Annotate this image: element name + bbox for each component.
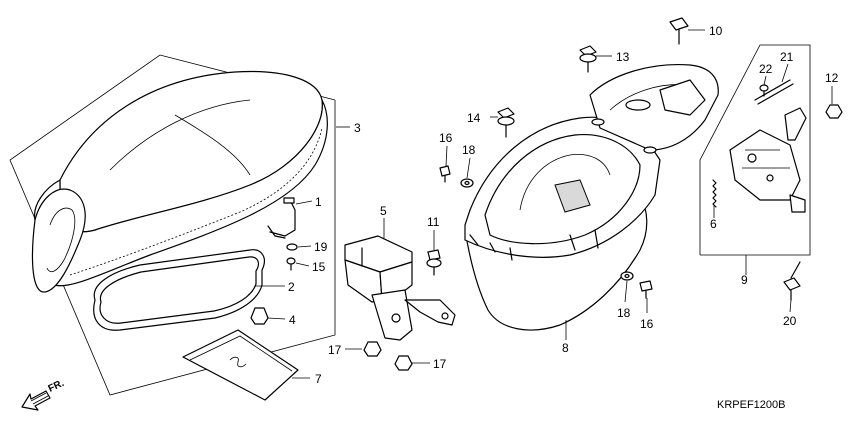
bolt-part-14 [497,107,515,138]
front-direction-label: FR. [47,378,66,395]
callout-13: 13 [616,50,630,64]
washer-part-18-upper [460,178,474,188]
document-bag-part-7 [182,329,299,401]
callout-17-right: 17 [433,357,447,371]
seat-lock-part-9 [729,107,807,213]
callout-10: 10 [709,24,723,38]
callout-16-upper: 16 [439,131,453,145]
callout-5: 5 [380,204,387,218]
callout-3: 3 [354,121,361,135]
callout-20: 20 [783,314,797,328]
clip-part-21 [754,79,794,105]
seat-part-3 [31,70,328,293]
nut-part-17-right [394,355,413,371]
callout-14: 14 [467,111,481,125]
screw-part-16-lower [639,280,653,299]
nut-part-17-left [363,341,382,357]
callout-21: 21 [780,50,794,64]
callout-1: 1 [315,195,322,209]
seat-gasket-part-2 [93,249,265,331]
callout-22: 22 [759,62,773,76]
callout-19: 19 [314,240,328,254]
screw-part-22 [759,84,769,97]
callout-8: 8 [562,341,569,355]
callout-18-lower: 18 [617,306,631,320]
seat-lock-bracket-part-5 [344,235,456,341]
luggage-box-part-8 [464,63,719,331]
screw-part-15 [286,257,296,271]
nut-part-12 [825,104,843,119]
nut-part-4 [250,307,269,325]
spring-part-6 [712,179,717,208]
callout-11: 11 [427,215,440,229]
callout-4: 4 [289,313,296,327]
callout-2: 2 [288,280,295,294]
callout-15: 15 [312,260,326,274]
callout-17-left: 17 [328,343,342,357]
washer-part-18-lower [620,271,634,281]
lock-group-frame [699,44,811,256]
callout-labels: 1 2 3 4 5 6 7 8 9 10 11 12 13 14 15 16 1… [288,24,839,386]
callout-12: 12 [825,71,839,85]
bolt-part-10 [669,17,689,45]
hinge-bracket-part-1 [267,197,296,239]
callout-7: 7 [315,372,322,386]
bolt-part-13 [579,45,597,73]
leader-lines [255,29,833,379]
washer-part-19 [286,243,298,251]
callout-9: 9 [741,273,748,287]
bolt-part-20 [783,261,801,301]
bolt-part-11 [426,249,442,276]
screw-part-16-upper [439,165,451,183]
diagram-code: KRPEF1200B [717,399,785,411]
callout-18-upper: 18 [462,143,476,157]
front-direction-arrow: FR. [21,378,66,411]
callout-16-lower: 16 [640,317,654,331]
callout-6: 6 [710,217,717,231]
